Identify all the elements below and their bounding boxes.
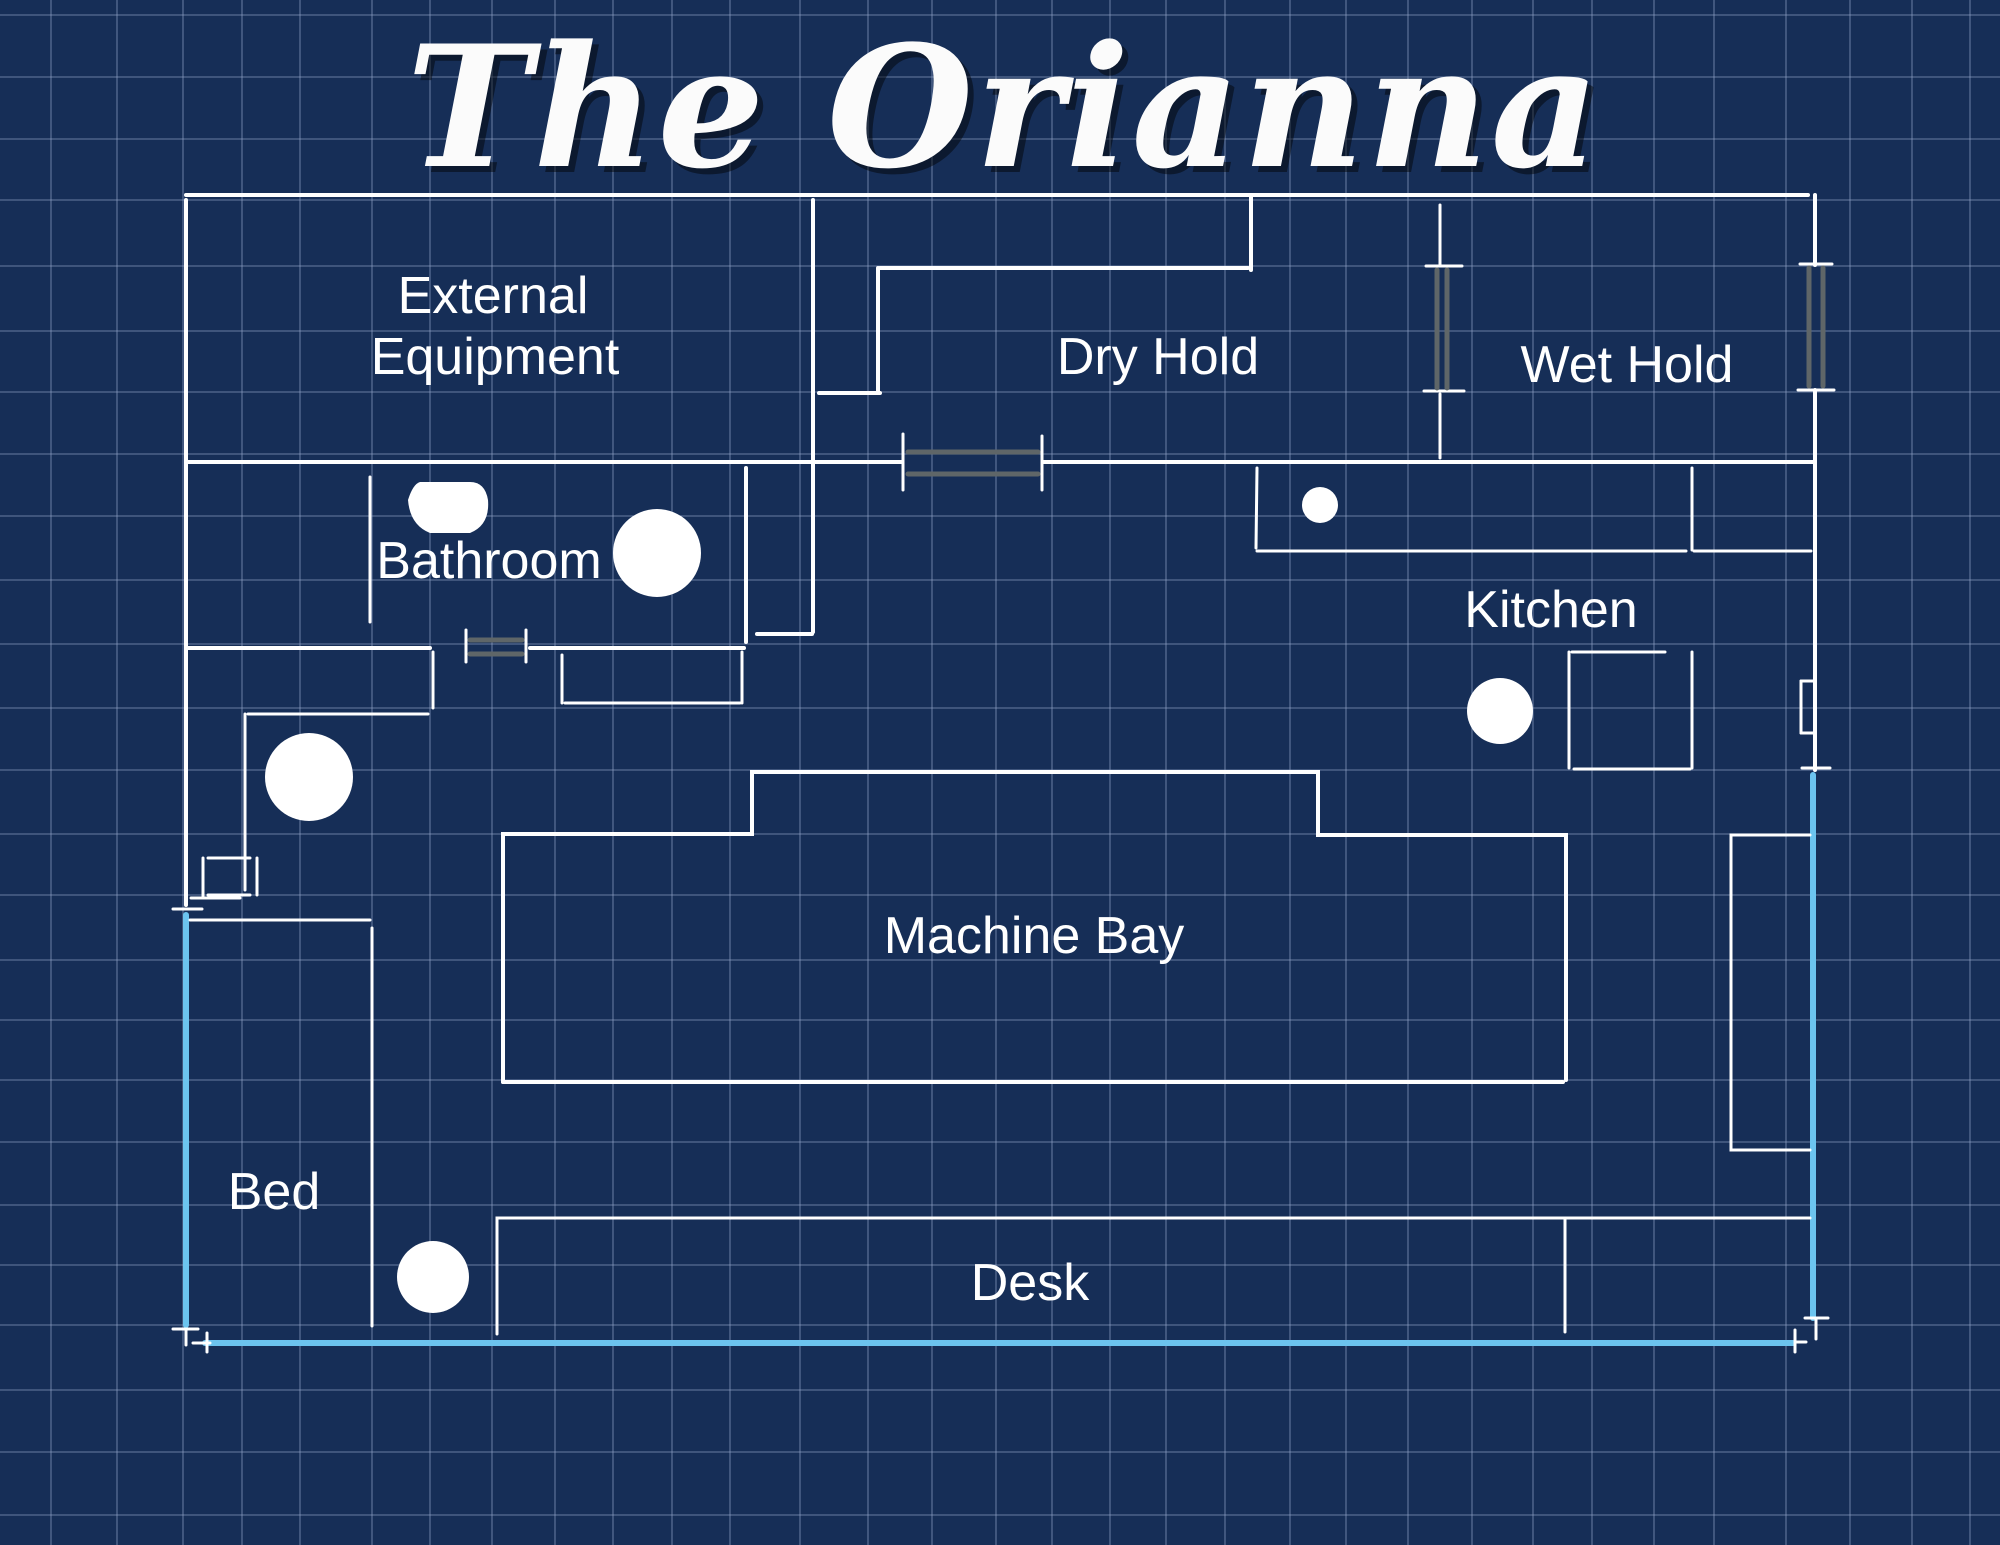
stove-burner-icon bbox=[1302, 487, 1338, 523]
wall-kitchen-counter-left bbox=[1254, 466, 1259, 550]
toilet-icon bbox=[613, 509, 701, 597]
dimension-markers bbox=[171, 766, 1832, 1354]
desk-outline bbox=[495, 1216, 1812, 1336]
machine-bay-outline bbox=[501, 770, 1568, 1084]
label-bed: Bed bbox=[228, 1163, 321, 1221]
door-dry-hold[interactable] bbox=[901, 432, 1044, 492]
fixtures bbox=[265, 482, 1533, 1313]
room-labels: External Equipment Dry Hold Wet Hold Bat… bbox=[228, 267, 1734, 1312]
label-kitchen: Kitchen bbox=[1464, 581, 1637, 639]
label-external-equipment-line1: External bbox=[398, 267, 589, 325]
label-external-equipment-line2: Equipment bbox=[371, 328, 620, 386]
label-wet-hold: Wet Hold bbox=[1521, 336, 1734, 394]
alcove-seat-icon bbox=[265, 733, 353, 821]
hull-lines bbox=[183, 772, 1816, 1346]
label-dry-hold: Dry Hold bbox=[1057, 328, 1259, 386]
label-machine-bay: Machine Bay bbox=[884, 907, 1185, 965]
desk-chair-icon bbox=[397, 1241, 469, 1313]
door-wet-hold-right[interactable] bbox=[1796, 262, 1836, 392]
label-bathroom: Bathroom bbox=[376, 532, 601, 590]
page-title: The Orianna bbox=[406, 8, 1601, 206]
door-wet-hold-left[interactable] bbox=[1422, 264, 1466, 393]
title-group: The Orianna The Orianna bbox=[406, 8, 1607, 212]
sink-icon bbox=[408, 482, 489, 533]
outer-walls bbox=[184, 193, 1817, 907]
label-desk: Desk bbox=[971, 1254, 1090, 1312]
title-shadow: The Orianna bbox=[412, 14, 1607, 212]
door-bathroom[interactable] bbox=[464, 628, 528, 664]
kitchen-seat-icon bbox=[1467, 678, 1533, 744]
right-cabinet bbox=[1729, 833, 1812, 1152]
doors bbox=[464, 262, 1836, 664]
interior-walls bbox=[186, 195, 1815, 1336]
